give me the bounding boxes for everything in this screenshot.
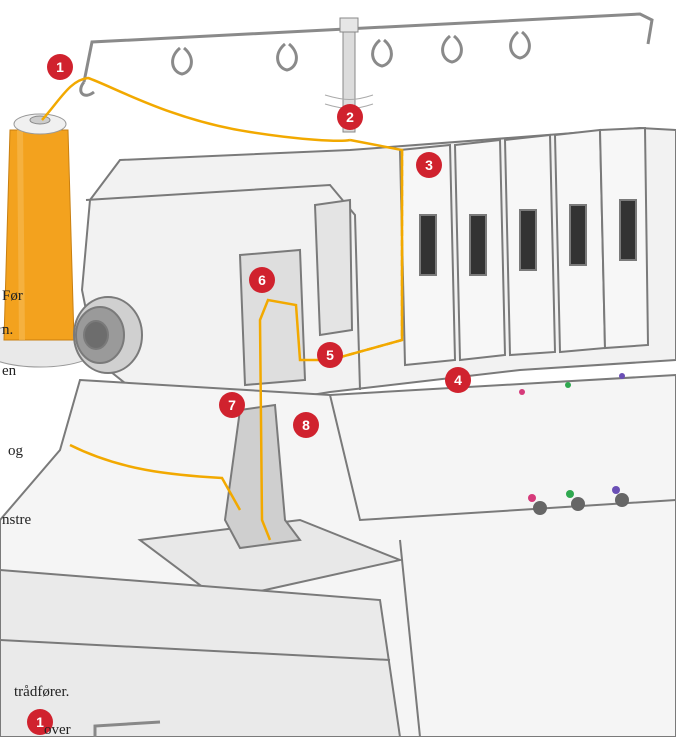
marker-8: 8 xyxy=(293,412,319,438)
marker-6-label: 6 xyxy=(258,272,266,288)
text-fragment: Før xyxy=(2,288,23,304)
marker-1-label: 1 xyxy=(56,59,64,75)
thread-stand-fragment xyxy=(93,720,161,737)
marker-4-label: 4 xyxy=(454,372,462,388)
marker-5: 5 xyxy=(317,342,343,368)
text-fragment: trådfører. xyxy=(14,684,70,700)
marker-8-label: 8 xyxy=(302,417,310,433)
pink-dot xyxy=(519,389,525,395)
text-fragment: nstre xyxy=(2,512,32,528)
text-fragment: en xyxy=(2,363,17,379)
thread-cone xyxy=(0,113,103,368)
marker-2: 2 xyxy=(337,104,363,130)
marker-3-label: 3 xyxy=(425,157,433,173)
marker-4: 4 xyxy=(445,367,471,393)
text-fragment: n. xyxy=(2,322,14,338)
markers: 1 2 3 4 5 6 7 8 xyxy=(27,54,471,735)
text-fragment: over xyxy=(44,722,71,738)
serger-body xyxy=(0,126,676,737)
bottom-marker: 1 xyxy=(27,709,53,735)
marker-1: 1 xyxy=(47,54,73,80)
text-fragment: og xyxy=(8,443,23,459)
green-dot xyxy=(565,382,571,388)
marker-7: 7 xyxy=(219,392,245,418)
marker-2-label: 2 xyxy=(346,109,354,125)
purple-dot xyxy=(619,373,625,379)
thread-stand xyxy=(79,12,654,97)
marker-3: 3 xyxy=(416,152,442,178)
marker-6: 6 xyxy=(249,267,275,293)
marker-7-label: 7 xyxy=(228,397,236,413)
color-indicators xyxy=(519,373,629,515)
marker-5-label: 5 xyxy=(326,347,334,363)
bottom-marker-label: 1 xyxy=(36,714,44,730)
